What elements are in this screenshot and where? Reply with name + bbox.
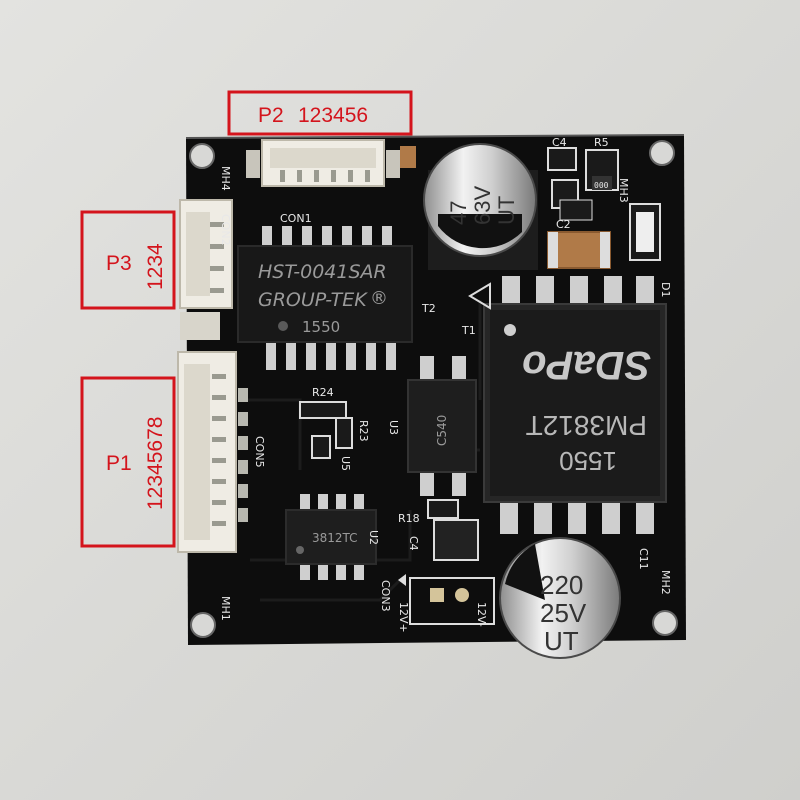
label-t2: T2	[421, 302, 436, 315]
callout-p3: P3 1234	[80, 210, 176, 310]
callout-p3-title: P3	[106, 252, 132, 275]
cap-bottom-line2: 25V	[540, 598, 587, 628]
label-c4-bottom: C4	[407, 536, 420, 551]
label-r18: R18	[398, 512, 420, 525]
callout-p3-pins: 1234	[144, 243, 167, 290]
smd-components-middle	[299, 282, 495, 625]
small-transformer-mark: ®	[370, 288, 388, 309]
transformer-pm3812t: 1550 PM3812T SDaPo	[483, 276, 667, 534]
capacitor-220uf: 220 25V UT	[499, 537, 621, 659]
callout-p1-title: P1	[106, 452, 132, 475]
con5-connector	[177, 351, 248, 553]
small-transformer-line2: GROUP-TEK	[258, 289, 368, 311]
big-transformer-line2: PM3812T	[526, 410, 647, 441]
smd-components-top-right: 000	[547, 147, 661, 269]
u3-chip-mark: C540	[435, 415, 449, 446]
label-12v-plus: 12V+	[397, 602, 410, 633]
label-mh1: MH1	[219, 596, 232, 621]
label-mh2: MH2	[659, 570, 672, 595]
big-transformer-brand: SDaPo	[522, 343, 651, 387]
label-c2: C2	[556, 218, 571, 231]
label-r24: R24	[312, 386, 334, 399]
con1-connector	[246, 139, 416, 187]
label-mh3: MH3	[617, 178, 630, 203]
label-con1: CON1	[280, 212, 312, 225]
label-r23: R23	[357, 420, 370, 442]
u2-chip-mark: 3812TC	[312, 531, 358, 545]
label-con3: CON3	[379, 580, 392, 612]
small-transformer-line3: 1550	[302, 318, 340, 336]
mounting-holes	[189, 140, 678, 638]
label-12v-minus: 12V-	[475, 602, 488, 627]
callout-p2: P2 123456	[227, 90, 413, 136]
cap-bottom-line1: 220	[540, 570, 583, 600]
resistor-mark: 000	[594, 181, 609, 190]
cap-top-line3: UT	[494, 196, 519, 225]
label-d1: D1	[659, 282, 672, 297]
label-c4: C4	[552, 136, 567, 149]
label-r5: R5	[594, 136, 609, 149]
label-con2: CON2	[219, 214, 232, 246]
label-c11: C11	[637, 548, 650, 570]
label-u5: U5	[339, 456, 352, 471]
u2-chip: 3812TC	[285, 494, 377, 580]
callout-p2-title: P2	[258, 104, 284, 127]
label-mh4: MH4	[219, 166, 232, 191]
label-con5: CON5	[253, 436, 266, 468]
cap-bottom-line3: UT	[544, 626, 579, 656]
callout-p2-pins: 123456	[298, 104, 368, 127]
cap-top-line1: 47	[446, 201, 471, 225]
label-t1: T1	[461, 324, 476, 337]
capacitor-47uf: 47 63V UT	[423, 143, 538, 270]
silkscreen-labels: MH4 CON1 CON2 C4 R5 MH3 C2 D1 T2 T1 R24 …	[219, 136, 672, 633]
callout-p1-pins: 12345678	[144, 417, 167, 510]
big-transformer-line1: 1550	[559, 446, 617, 476]
u3-optocoupler: C540	[407, 356, 477, 496]
transformer-hst0041sar: HST-0041SAR GROUP-TEK ® 1550	[237, 226, 413, 370]
label-u2: U2	[367, 530, 380, 545]
label-u3: U3	[387, 420, 400, 435]
con2-connector	[179, 199, 233, 340]
callout-p1: P1 12345678	[80, 376, 176, 548]
small-transformer-line1: HST-0041SAR	[258, 261, 387, 283]
pin1-dot	[278, 321, 288, 331]
cap-top-line2: 63V	[470, 186, 495, 225]
